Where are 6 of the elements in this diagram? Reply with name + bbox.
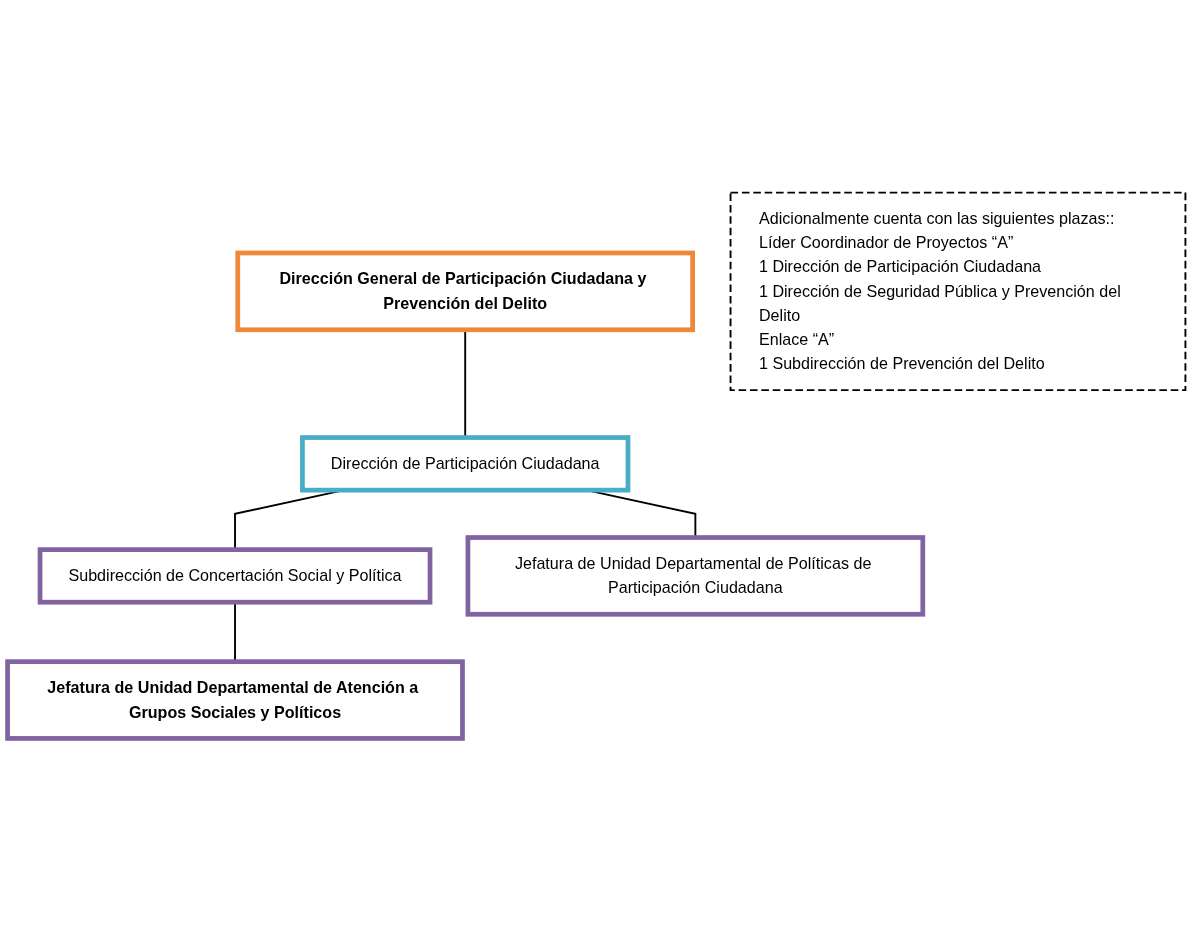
node-box: Dirección de Participación Ciudadana (300, 435, 631, 493)
node-box: Subdirección de Concertación Social y Política (37, 547, 433, 606)
node-box: Dirección General de Participación Ciudadana y Prevención del Delito (235, 251, 695, 333)
node-box: Adicionalmente cuenta con las siguientes plazas:: Líder Coordinador de Proyectos “A” 1 Dirección de Participación Ciudadana 1 Dirección de Seguridad Pública y Prevención del Delito Enlace “A” 1 Subdirección de Prevención del Delito (729, 192, 1187, 392)
node-box: Jefatura de Unidad Departamental de Atención a Grupos Sociales y Políticos (5, 659, 465, 742)
node-box: Jefatura de Unidad Departamental de Políticas de Participación Ciudadana (465, 535, 926, 618)
